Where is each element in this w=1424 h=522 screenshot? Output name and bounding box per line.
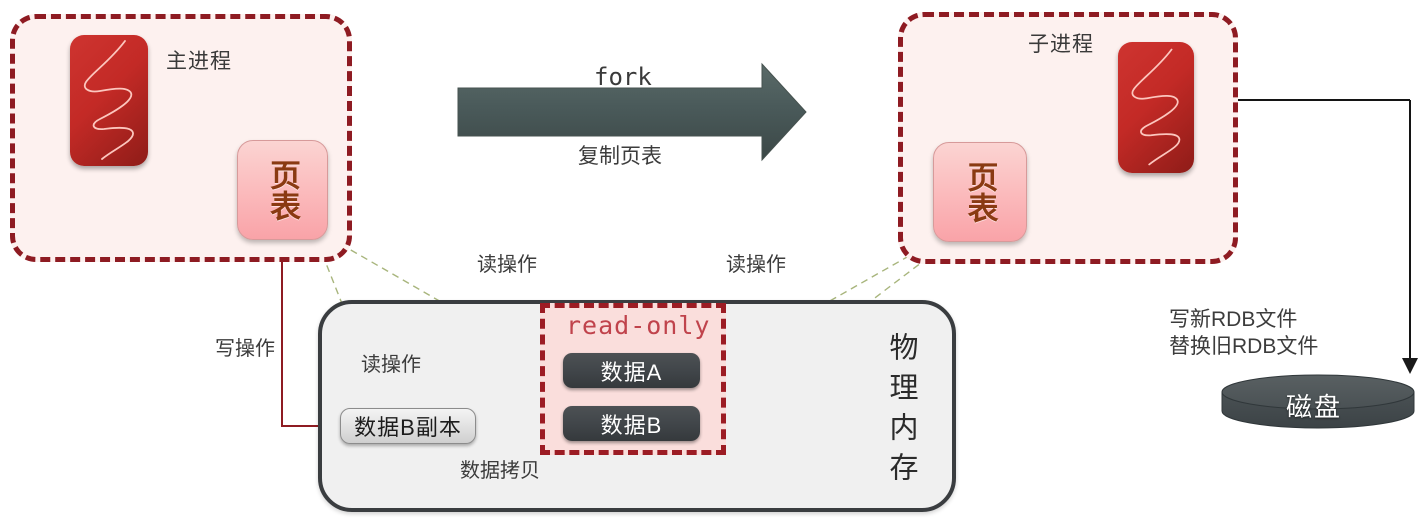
read-op-label-memory: 读操作 bbox=[361, 354, 421, 376]
page-table-child-process: 页表 bbox=[933, 142, 1027, 242]
read-op-label-left: 读操作 bbox=[477, 254, 537, 276]
redis-glyph bbox=[1131, 48, 1181, 166]
read-op-label-right: 读操作 bbox=[726, 254, 786, 276]
fork-arrow bbox=[457, 62, 807, 162]
redis-logo-main-process bbox=[70, 35, 148, 166]
fork-label: fork bbox=[594, 63, 652, 91]
redis-glyph bbox=[83, 40, 134, 160]
page-table-child-label: 页表 bbox=[962, 161, 998, 223]
main-process-title: 主进程 bbox=[166, 50, 232, 73]
data-chip-a: 数据A bbox=[563, 353, 700, 388]
data-chip-b: 数据B bbox=[563, 406, 700, 441]
read-only-label: read-only bbox=[566, 311, 711, 340]
disk-note-line-1: 写新RDB文件 bbox=[1169, 308, 1298, 331]
disk-cylinder bbox=[1221, 374, 1415, 429]
disk-label: 磁盘 bbox=[1286, 392, 1343, 422]
data-chip-b-label: 数据B bbox=[600, 412, 663, 438]
disk-note-line-2: 替换旧RDB文件 bbox=[1169, 335, 1319, 358]
data-chip-a-label: 数据A bbox=[600, 359, 663, 385]
child-process-title: 子进程 bbox=[1028, 33, 1094, 56]
write-op-label: 写操作 bbox=[215, 338, 275, 360]
redis-logo-child-process bbox=[1118, 42, 1194, 173]
data-chip-b-copy-label: 数据B副本 bbox=[354, 415, 462, 440]
page-table-main-process: 页表 bbox=[237, 140, 328, 240]
page-table-main-label: 页表 bbox=[265, 159, 300, 221]
physical-memory-label: 物理内存 bbox=[885, 332, 917, 492]
data-copy-label: 数据拷贝 bbox=[460, 460, 540, 482]
fork-copy-pagetable-label: 复制页表 bbox=[578, 145, 662, 168]
data-chip-b-copy: 数据B副本 bbox=[340, 408, 476, 444]
